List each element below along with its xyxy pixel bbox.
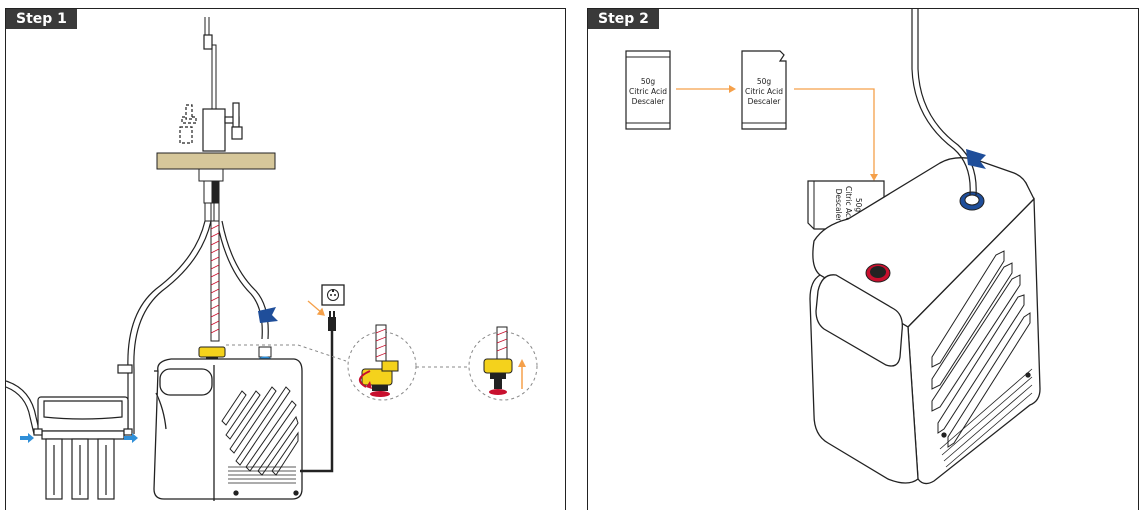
packet-type: Descaler	[748, 97, 782, 106]
detail-circle-pull	[469, 327, 537, 400]
descaler-packet-sealed: 50g Citric Acid Descaler	[626, 51, 670, 129]
packet-name: Citric Acid	[745, 87, 783, 96]
packet-name: Citric Acid	[629, 87, 667, 96]
power-plug-icon	[328, 311, 336, 331]
faucet-shank	[199, 169, 223, 221]
descaler-packet-opened: 50g Citric Acid Descaler	[742, 51, 786, 129]
descale-tube	[211, 221, 219, 341]
step-2-panel: Step 2 50g Citric Acid Descaler 50g Citr…	[587, 8, 1139, 510]
packet-type: Descaler	[834, 189, 843, 223]
counter-top	[157, 153, 275, 169]
packet-weight: 50g	[641, 77, 656, 86]
detail-circle-twist	[348, 325, 416, 400]
faucet	[180, 17, 242, 151]
orange-arrow	[794, 89, 878, 181]
packet-type: Descaler	[632, 97, 666, 106]
step-2-illustration: 50g Citric Acid Descaler 50g Citric Acid…	[588, 9, 1139, 510]
outlet-port	[960, 192, 984, 210]
power-cable	[300, 331, 332, 471]
filter-system	[34, 365, 132, 499]
water-machine	[154, 359, 302, 501]
power-outlet-icon	[322, 285, 344, 305]
tag-flag-icon	[258, 307, 278, 323]
step-1-panel: Step 1	[5, 8, 566, 510]
orange-arrow	[676, 85, 736, 93]
flow-arrow-icon	[20, 433, 34, 443]
packet-weight: 50g	[757, 77, 772, 86]
fill-port	[866, 264, 890, 282]
step-1-illustration	[6, 9, 566, 510]
